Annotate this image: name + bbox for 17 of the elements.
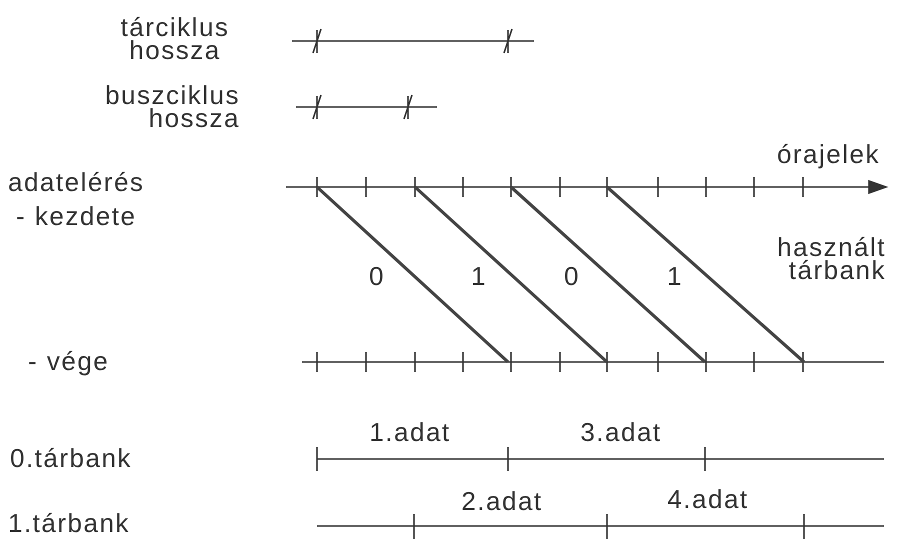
bank-number: 1: [470, 265, 488, 288]
bank-number: 0: [563, 265, 581, 288]
axis-label: használt tárbank: [776, 236, 886, 282]
data-label: 4.adat: [666, 488, 750, 511]
axis-label: órajelek: [776, 143, 880, 166]
cycle-length-label: tárciklus hossza: [120, 16, 230, 62]
row-label: 1.tárbank: [8, 512, 131, 535]
data-label: 3.adat: [579, 421, 663, 444]
bank-number: 0: [368, 265, 386, 288]
row-label: adatelérés: [8, 171, 146, 194]
bank-number: 1: [666, 265, 684, 288]
row-label: - vége: [28, 350, 110, 373]
row-label: 0.tárbank: [10, 447, 133, 470]
data-label: 1.adat: [368, 421, 452, 444]
data-label: 2.adat: [460, 490, 544, 513]
row-label: - kezdete: [16, 205, 138, 228]
cycle-length-label: buszciklus hossza: [104, 84, 240, 130]
